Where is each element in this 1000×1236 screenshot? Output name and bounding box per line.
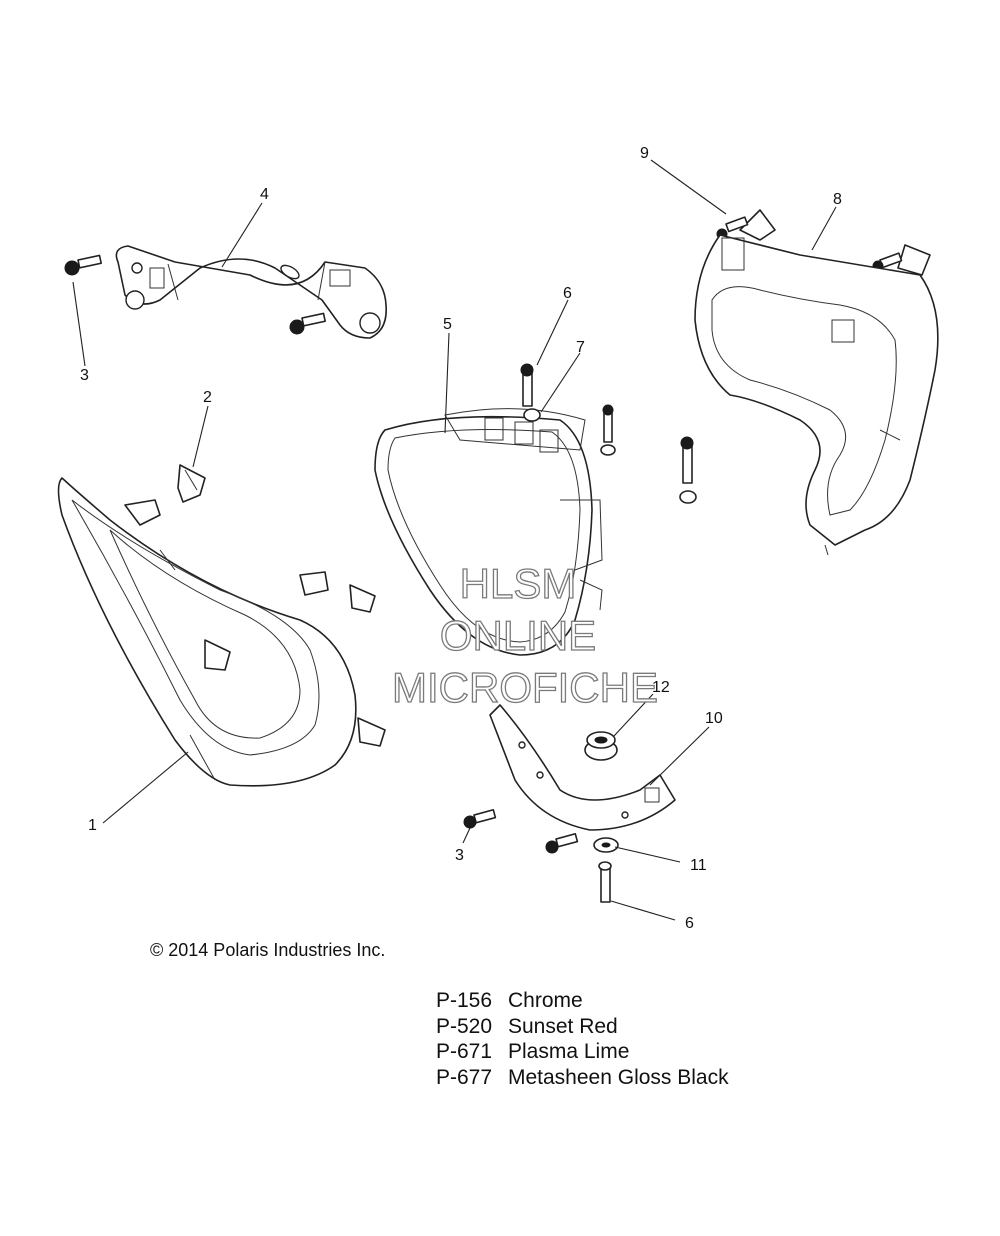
callout-5: 5 [443, 316, 452, 333]
mounting-bracket-part [115, 245, 387, 339]
bolt-part [520, 363, 534, 407]
bolt-part [463, 809, 497, 829]
bolt-part [600, 404, 616, 456]
callout-12: 12 [652, 679, 670, 696]
color-name: Plasma Lime [508, 1040, 630, 1063]
quarter-turn-fastener-part [716, 209, 776, 241]
watermark-line: ONLINE [440, 612, 596, 659]
watermark-line: MICROFICHE [392, 664, 658, 711]
clip-part [177, 464, 206, 503]
color-code: P-671 [436, 1040, 493, 1063]
gauge-housing-part [694, 234, 939, 556]
callout-4: 4 [260, 186, 269, 203]
color-code: P-677 [436, 1065, 493, 1089]
legend-row: P-677 Metasheen Gloss Black [436, 1065, 729, 1091]
mounting-strap-part [489, 704, 676, 831]
color-name: Chrome [508, 989, 583, 1012]
callout-3: 3 [80, 367, 89, 384]
bolt-part [679, 436, 697, 504]
washer-part [593, 837, 619, 853]
callout-7: 7 [576, 339, 585, 356]
callout-11: 11 [690, 857, 707, 874]
callout-3: 3 [455, 847, 464, 864]
bolt-part [598, 861, 612, 903]
callout-9: 9 [640, 145, 649, 162]
color-legend: P-156 Chrome P-520 Sunset Red P-671 Plasma … [436, 988, 729, 1090]
bolt-part [64, 254, 102, 276]
clip-part [357, 717, 386, 747]
callout-2: 2 [203, 389, 212, 406]
quarter-turn-fastener-part [872, 244, 931, 276]
color-name: Sunset Red [508, 1014, 618, 1038]
grommet-part [584, 731, 618, 761]
legend-row: P-520 Sunset Red [436, 1014, 729, 1040]
legend-row: P-671 Plasma Lime [436, 1039, 729, 1065]
callout-10: 10 [705, 710, 723, 727]
color-code: P-520 [436, 1014, 493, 1038]
color-name: Metasheen Gloss Black [508, 1065, 729, 1089]
callout-6: 6 [685, 915, 694, 932]
color-code: P-156 [436, 989, 493, 1012]
bolt-part [545, 833, 579, 854]
callout-8: 8 [833, 191, 842, 208]
nut-part [523, 408, 541, 422]
bolt-part [289, 312, 326, 335]
headlight-assembly-part [374, 408, 603, 656]
headlight-bezel-part [57, 477, 357, 787]
callout-1: 1 [88, 817, 97, 834]
clip-part [349, 584, 376, 613]
leader-lines [72, 159, 837, 921]
callout-6: 6 [563, 285, 572, 302]
copyright-notice: © 2014 Polaris Industries Inc. [150, 940, 386, 960]
watermark: HLSM ONLINE MICROFICHE [391, 559, 658, 711]
legend-row: P-156 Chrome [436, 988, 729, 1014]
watermark-line: HLSM [460, 560, 577, 607]
